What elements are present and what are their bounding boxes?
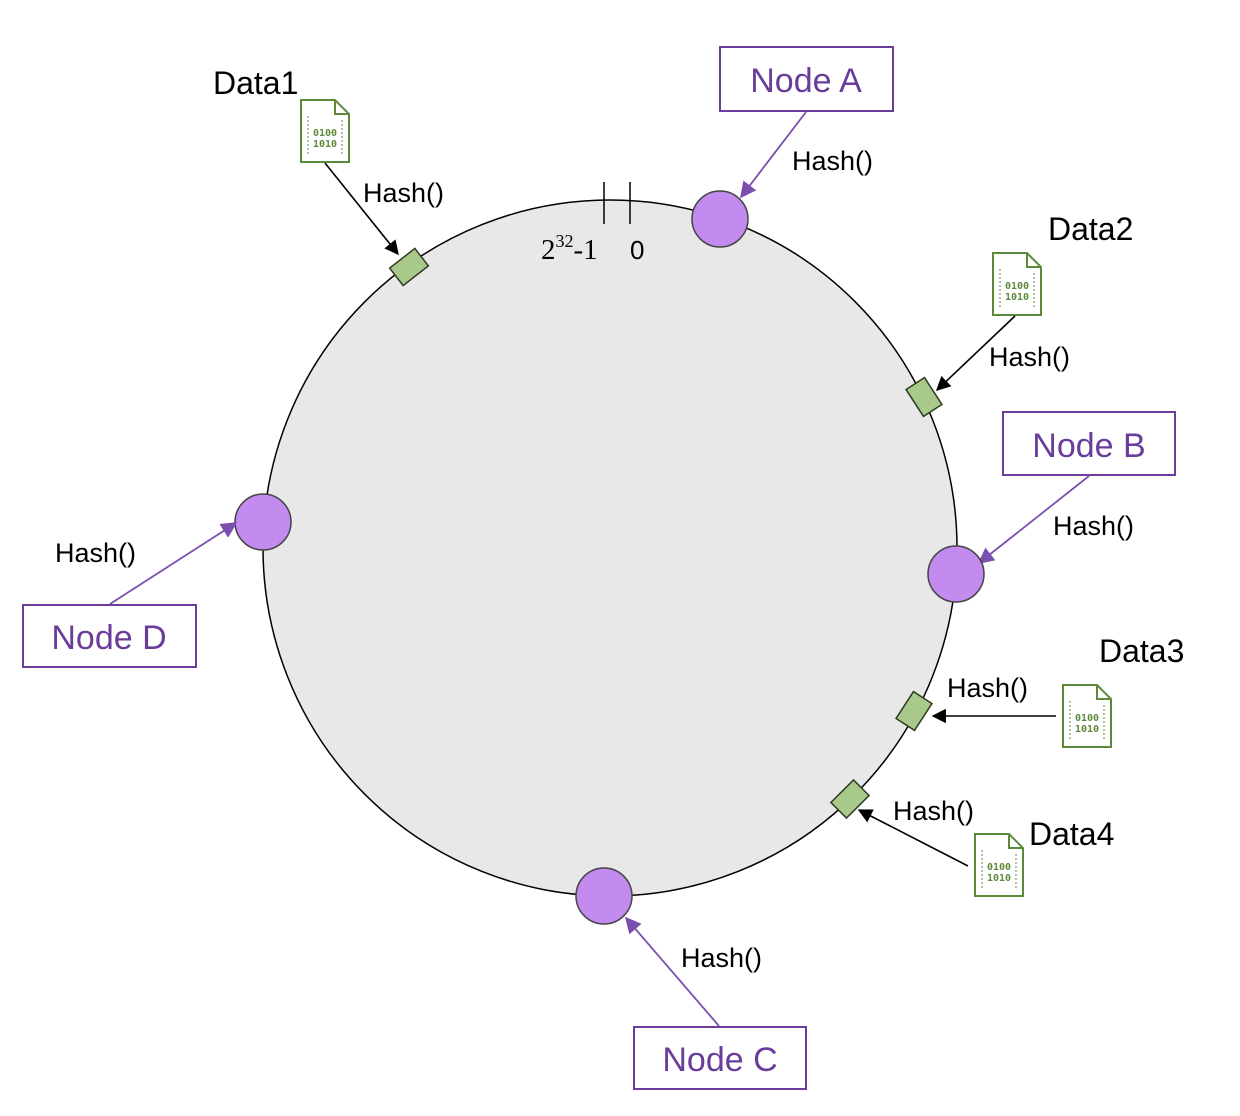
ring-zero-label: 0 [630,235,644,265]
data1: Data1 0100 1010 Hash() [213,65,444,287]
data4-ring-marker [829,778,871,820]
node-b-hash-label: Hash() [1053,511,1134,541]
svg-text:0100: 0100 [1005,281,1029,292]
data3: Data3 0100 1010 Hash() [895,633,1184,748]
svg-text:1010: 1010 [313,139,337,150]
node-d-arrow [109,522,238,605]
data1-label: Data1 [213,65,298,101]
data4-arrow [857,809,969,867]
data2-ring-marker [905,376,943,418]
data2-label: Data2 [1048,211,1133,247]
ring-max-label: 232-1 [541,231,598,266]
node-d-label: Node D [51,619,166,657]
node-b-label: Node B [1032,427,1145,465]
node-b-label-box [1002,411,1176,476]
node-b: Node B Hash() [927,411,1176,603]
node-d-circle [234,493,292,551]
svg-text:0100: 0100 [313,128,337,139]
data4-file-icon: 0100 1010 [974,833,1024,897]
node-a-circle [691,190,749,248]
node-a: Node A Hash() [691,46,894,248]
data2: Data2 0100 1010 Hash() [905,211,1133,418]
node-d: Hash() Node D [22,493,292,668]
node-c-arrow [624,916,720,1027]
svg-text:0100: 0100 [1075,713,1099,724]
data1-file-icon: 0100 1010 [300,99,350,163]
data4-hash-label: Hash() [893,796,974,826]
data2-arrow [935,315,1016,391]
data3-label: Data3 [1099,633,1184,669]
svg-text:0100: 0100 [987,862,1011,873]
data2-file-icon: 0100 1010 [992,252,1042,316]
node-a-label-box [719,46,894,112]
data1-hash-label: Hash() [363,178,444,208]
node-c-label-box [633,1026,807,1090]
node-a-label: Node A [750,62,862,100]
data4-label: Data4 [1029,816,1114,852]
data1-arrow [324,162,399,256]
node-b-circle [927,545,985,603]
node-a-hash-label: Hash() [792,146,873,176]
svg-text:1010: 1010 [1075,724,1099,735]
data3-hash-label: Hash() [947,673,1028,703]
node-c: Hash() Node C [575,867,807,1090]
node-c-circle [575,867,633,925]
data3-file-icon: 0100 1010 [1062,684,1112,748]
node-d-hash-label: Hash() [55,538,136,568]
svg-text:1010: 1010 [987,873,1011,884]
node-d-label-box [22,604,197,668]
data4: Hash() Data4 0100 1010 [829,778,1114,897]
node-a-arrow [740,111,807,199]
node-c-hash-label: Hash() [681,943,762,973]
svg-text:1010: 1010 [1005,292,1029,303]
node-c-label: Node C [662,1041,777,1079]
data1-ring-marker [388,247,430,287]
data3-ring-marker [895,690,933,732]
data2-hash-label: Hash() [989,342,1070,372]
node-b-arrow [977,475,1090,565]
